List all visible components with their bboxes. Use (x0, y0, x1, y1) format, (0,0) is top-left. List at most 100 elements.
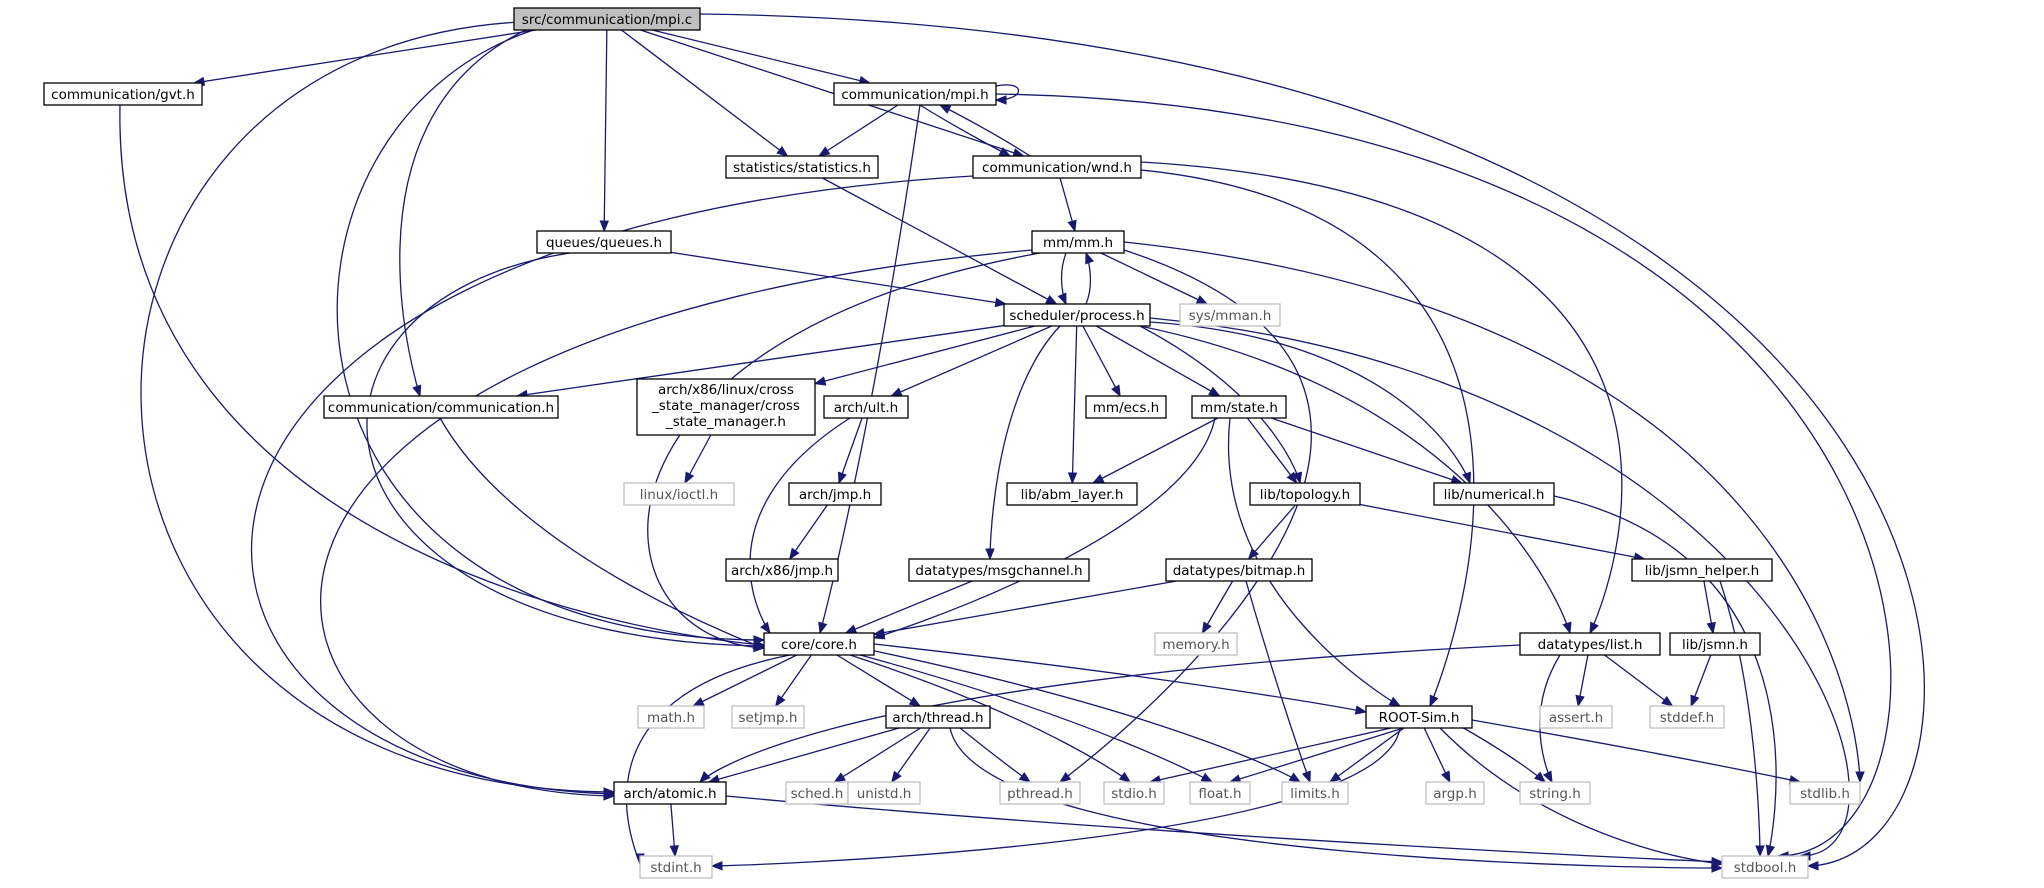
node-label: scheduler/process.h (1009, 308, 1144, 324)
node-limits-h: limits.h (1281, 781, 1349, 805)
node-label: float.h (1198, 786, 1241, 802)
edge-process_h-to-ecs_h (1082, 325, 1121, 398)
edge-process_h-to-topology_h (1139, 325, 1303, 485)
node-label: lib/numerical.h (1444, 487, 1545, 503)
edge-wnd_h-to-rootsim_h (1140, 169, 1475, 708)
node-state-h[interactable]: mm/state.h (1191, 395, 1287, 419)
node-stdint-h: stdint.h (639, 855, 713, 879)
edge-bitmap_h-to-core_h (872, 580, 1177, 638)
node-label: unistd.h (857, 786, 912, 802)
node-label-line: _state_manager.h (665, 414, 786, 430)
edge-core_h-to-float_h (859, 654, 1214, 783)
node-core-h[interactable]: core/core.h (763, 632, 875, 656)
node-label: datatypes/msgchannel.h (915, 563, 1082, 579)
edge-wnd_h-to-list_h (1140, 161, 1623, 635)
node-label: assert.h (1549, 710, 1603, 726)
node-label: ROOT-Sim.h (1379, 710, 1460, 726)
node-stdio-h: stdio.h (1103, 781, 1165, 805)
node-queues-h[interactable]: queues/queues.h (536, 230, 672, 254)
edge-jmp_h-to-x86_jmp_h (788, 504, 828, 561)
node-label: datatypes/bitmap.h (1173, 563, 1306, 579)
node-stdlib-h: stdlib.h (1789, 781, 1861, 805)
node-numerical-h[interactable]: lib/numerical.h (1433, 482, 1555, 506)
node-label: mm/mm.h (1043, 235, 1113, 251)
node-msgchannel-h[interactable]: datatypes/msgchannel.h (908, 558, 1090, 582)
node-label: communication/wnd.h (982, 160, 1132, 176)
node-jmp-h[interactable]: arch/jmp.h (788, 482, 882, 506)
node-label: stdio.h (1111, 786, 1157, 802)
edge-msgchannel_h-to-core_h (844, 580, 973, 634)
edge-mpi_c-to-queues_h (599, 29, 610, 233)
edge-state_h-to-core_h (872, 417, 1216, 640)
node-label: core/core.h (781, 637, 857, 653)
node-bitmap-h[interactable]: datatypes/bitmap.h (1165, 558, 1313, 582)
node-label-line: arch/x86/linux/cross (658, 382, 794, 398)
node-thread-h[interactable]: arch/thread.h (885, 705, 991, 729)
node-label: queues/queues.h (546, 235, 662, 251)
node-wnd-h[interactable]: communication/wnd.h (972, 155, 1142, 179)
node-process-h[interactable]: scheduler/process.h (1003, 303, 1151, 327)
node-label: communication/gvt.h (51, 87, 195, 103)
node-label: mm/state.h (1200, 400, 1278, 416)
node-mpi-h[interactable]: communication/mpi.h (833, 82, 997, 106)
node-ult-h[interactable]: arch/ult.h (823, 395, 909, 419)
edge-topology_h-to-bitmap_h (1247, 504, 1296, 561)
node-ecs-h[interactable]: mm/ecs.h (1085, 395, 1167, 419)
edge-statistics_h-to-process_h (822, 177, 1058, 305)
edge-list_h-to-string_h (1539, 654, 1561, 784)
edge-gvt_h-to-core_h (119, 104, 766, 650)
node-communication-h[interactable]: communication/communication.h (323, 395, 559, 419)
node-mm-h[interactable]: mm/mm.h (1031, 230, 1125, 254)
node-label: stddef.h (1660, 710, 1714, 726)
edge-mpi_c-to-gvt_h (192, 29, 537, 87)
edge-ult_h-to-jmp_h (837, 417, 863, 485)
node-label: arch/jmp.h (799, 487, 871, 503)
node-x86-jmp-h[interactable]: arch/x86/jmp.h (725, 558, 839, 582)
node-sched-h: sched.h (785, 781, 849, 805)
edge-rootsim_h-to-float_h (1228, 725, 1411, 784)
node-jsmn-helper-h[interactable]: lib/jsmn_helper.h (1631, 558, 1773, 582)
edge-mpi_c-to-communication_h (399, 27, 531, 398)
node-cross-state-h[interactable]: arch/x86/linux/cross_state_manager/cross… (636, 378, 816, 436)
node-string-h: string.h (1519, 781, 1591, 805)
node-atomic-h[interactable]: arch/atomic.h (613, 781, 727, 805)
node-label: src/communication/mpi.c (522, 12, 692, 28)
node-mpi-c[interactable]: src/communication/mpi.c (513, 7, 701, 31)
edge-wnd_h-to-mpi_h (938, 104, 1031, 157)
edge-mpi_h-to-statistics_h (817, 104, 899, 157)
edge-core_h-to-setjmp_h (774, 654, 812, 708)
edge-process_h-to-cross_state_h (813, 325, 1036, 386)
edge-mm_h-to-pthread_h (1058, 249, 1312, 783)
edge-jsmn_helper_h-to-stdbool_h (1719, 580, 1765, 858)
node-sys-mman-h: sys/mman.h (1179, 303, 1281, 327)
node-label: arch/thread.h (892, 710, 983, 726)
node-jsmn-h[interactable]: lib/jsmn.h (1669, 632, 1761, 656)
node-label: arch/x86/jmp.h (731, 563, 833, 579)
node-label: statistics/statistics.h (733, 160, 871, 176)
node-label: lib/abm_layer.h (1021, 487, 1124, 503)
node-label: sys/mman.h (1189, 308, 1272, 324)
node-statistics-h[interactable]: statistics/statistics.h (725, 155, 879, 179)
node-topology-h[interactable]: lib/topology.h (1249, 482, 1361, 506)
edge-list_h-to-assert_h (1575, 654, 1589, 708)
node-abm-layer-h[interactable]: lib/abm_layer.h (1006, 482, 1138, 506)
edge-mpi_c-to-statistics_h (621, 29, 789, 157)
edge-state_h-to-topology_h (1246, 417, 1298, 485)
node-label: memory.h (1162, 637, 1229, 653)
node-label: stdint.h (650, 860, 701, 876)
node-label: mm/ecs.h (1093, 400, 1159, 416)
node-label: datatypes/list.h (1538, 637, 1643, 653)
node-gvt-h[interactable]: communication/gvt.h (43, 82, 203, 106)
node-rootsim-h[interactable]: ROOT-Sim.h (1365, 705, 1473, 729)
node-list-h[interactable]: datatypes/list.h (1519, 632, 1661, 656)
node-assert-h: assert.h (1539, 705, 1613, 729)
edge-process_h-to-list_h (1139, 325, 1572, 635)
node-label: lib/jsmn.h (1682, 637, 1748, 653)
edge-mm_h-to-process_h (1057, 252, 1067, 306)
edge-rootsim_h-to-string_h (1459, 725, 1547, 783)
edge-mm_h-to-atomic_h (320, 249, 1033, 801)
edge-core_h-to-limits_h (869, 649, 1302, 783)
node-label: lib/jsmn_helper.h (1645, 563, 1760, 579)
node-pthread-h: pthread.h (999, 781, 1081, 805)
